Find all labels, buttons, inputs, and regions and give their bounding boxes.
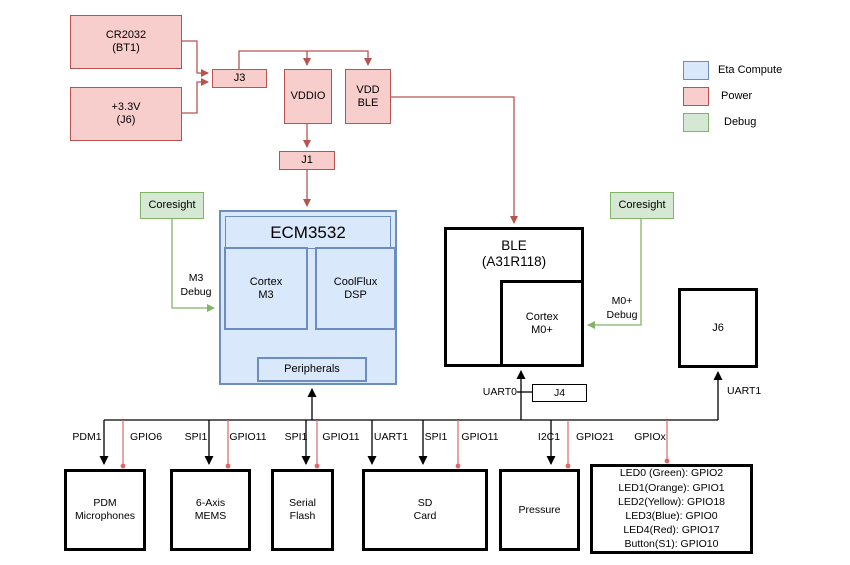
node-label: M0+: [531, 323, 553, 336]
node-cr2032-battery: CR2032 (BT1): [70, 15, 182, 69]
node-label: J1: [301, 154, 313, 166]
label-uart1: UART1: [727, 385, 762, 397]
node-label: (BT1): [112, 42, 140, 54]
node-j4: J4: [532, 384, 587, 402]
node-coresight-right: Coresight: [610, 192, 674, 219]
bus-label-gpio11-b: GPIO11: [322, 431, 360, 443]
node-label: +3.3V: [111, 101, 141, 113]
label-m0-debug: M0+ Debug: [606, 295, 638, 321]
legend-swatch-eta-compute: [683, 61, 709, 80]
bus-label-gpio21: GPIO21: [576, 431, 614, 443]
node-label: Pressure: [518, 503, 561, 516]
node-label: Card: [413, 510, 437, 522]
led-map-line: LED2(Yellow): GPIO18: [618, 495, 725, 508]
bus-label-spi1-c: SPI1: [424, 431, 448, 443]
node-label: Flash: [289, 510, 316, 522]
node-j1: J1: [279, 151, 335, 170]
led-map-line: LED3(Blue): GPIO0: [625, 510, 718, 522]
node-label: SD: [417, 497, 433, 509]
node-label: DSP: [344, 288, 367, 301]
bus-label-gpiox: GPIOx: [634, 431, 666, 443]
legend-label: Debug: [724, 116, 757, 128]
label-m3-debug: M3 Debug: [180, 272, 212, 298]
node-label: PDM: [93, 497, 117, 509]
node-pdm-microphones: PDM Microphones: [64, 469, 146, 551]
node-serial-flash: Serial Flash: [271, 469, 334, 551]
led-map-line: LED0 (Green): GPIO2: [619, 467, 724, 480]
node-label: J4: [553, 386, 566, 399]
wire-j3-vddble: [238, 50, 372, 69]
led-map-line: LED4(Red): GPIO17: [623, 524, 720, 537]
node-3v3-supply: +3.3V (J6): [70, 87, 182, 141]
ble-title: BLE (A31R118): [481, 238, 547, 269]
wire-battery-j3: [182, 40, 209, 77]
node-ecm3532: ECM3532 Cortex M3 CoolFlux DSP Periphera…: [219, 210, 397, 385]
node-coolflux-dsp: CoolFlux DSP: [315, 247, 396, 330]
bus-label-pdm1: PDM1: [72, 431, 102, 443]
legend-swatch-debug: [683, 113, 709, 132]
node-sd-card: SD Card: [362, 469, 488, 551]
node-label: Cortex: [525, 310, 559, 323]
ecm3532-title: ECM3532: [225, 216, 391, 249]
node-vdd-ble: VDD BLE: [345, 69, 391, 124]
node-led-button-map: LED0 (Green): GPIO2 LED1(Orange): GPIO1 …: [590, 464, 753, 554]
bus-label-i2c1: I2C1: [537, 431, 561, 443]
node-j3: J3: [212, 69, 267, 88]
wire-coresight-m3-debug: [171, 219, 215, 312]
led-map-line: Button(S1): GPIO10: [624, 538, 719, 551]
bus-label-uart1: UART1: [373, 431, 409, 443]
node-label: Peripherals: [284, 363, 340, 375]
bus-label-gpio11-c: GPIO11: [461, 431, 499, 443]
node-label: BLE: [357, 96, 379, 109]
node-label: 6-Axis: [195, 497, 226, 509]
legend-label: Power: [721, 90, 753, 102]
node-6axis-mems: 6-Axis MEMS: [170, 469, 251, 551]
wire-3v3-j3: [182, 78, 209, 114]
node-label: Serial: [289, 497, 316, 509]
node-label: MEMS: [194, 510, 227, 522]
node-label: Microphones: [74, 510, 136, 522]
node-label: (J6): [116, 114, 136, 126]
legend-swatch-power: [683, 87, 709, 106]
bus-label-spi1-a: SPI1: [184, 431, 208, 443]
node-cortex-m0: Cortex M0+: [500, 280, 584, 367]
bus-label-gpio6: GPIO6: [129, 431, 163, 443]
node-label: Cortex: [249, 275, 283, 288]
gpio-endpoint-dots: [120, 458, 670, 469]
legend-label: Eta Compute: [718, 64, 783, 76]
node-cortex-m3: Cortex M3: [224, 247, 308, 330]
node-label: Coresight: [618, 199, 666, 211]
node-label: CR2032: [105, 29, 147, 41]
wire-vddble-ble: [390, 96, 518, 224]
node-label: J3: [233, 72, 246, 84]
bus-label-spi1-b: SPI1: [284, 431, 308, 443]
node-label: CoolFlux: [333, 275, 378, 288]
node-vddio: VDDIO: [284, 69, 332, 124]
wire-coresight-m0-debug: [587, 219, 642, 329]
node-label: J6: [712, 321, 724, 334]
node-label: Coresight: [148, 199, 196, 211]
node-label: VDD: [356, 83, 380, 96]
node-peripherals: Peripherals: [257, 357, 367, 382]
label-uart0: UART0: [482, 386, 517, 398]
node-pressure: Pressure: [499, 469, 580, 551]
node-j6: J6: [678, 288, 758, 368]
node-label: VDDIO: [290, 90, 326, 102]
node-coresight-left: Coresight: [140, 192, 204, 219]
led-map-line: LED1(Orange): GPIO1: [618, 481, 725, 494]
bus-label-gpio11-a: GPIO11: [229, 431, 267, 443]
node-label: M3: [258, 288, 274, 301]
